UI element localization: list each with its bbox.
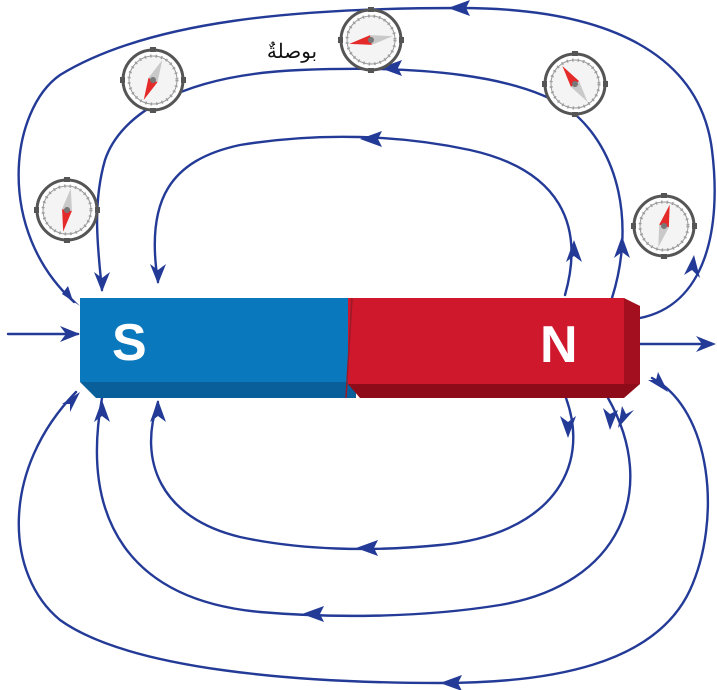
field-line-top-middle <box>95 67 624 300</box>
field-line-bottom-inner <box>149 396 575 551</box>
arrow-right-up-middle <box>614 236 630 258</box>
arrow-top-middle <box>380 60 402 76</box>
arrow-bottom-inner <box>356 540 378 556</box>
magnet-south-face <box>80 298 356 382</box>
arrow-left-up-middle <box>94 400 110 422</box>
arrow-top-outer <box>448 0 470 16</box>
compass-left <box>32 175 102 245</box>
field-arrows <box>60 0 716 690</box>
arrow-bottom-outer <box>440 675 462 690</box>
magnet-south-bottom-shade <box>80 382 356 398</box>
arrow-left-up-outer <box>62 392 80 412</box>
field-line-bottom-middle <box>95 396 632 618</box>
arrow-left-up-inner <box>150 400 166 422</box>
arrow-right-up-inner <box>566 240 582 262</box>
arrow-right-down-middle-b <box>618 406 634 428</box>
arrow-bottom-middle <box>302 606 324 622</box>
magnet-seam <box>345 297 353 399</box>
arrow-right-down-outer <box>648 372 668 392</box>
magnet-north-bottom-shade <box>348 384 640 398</box>
arrow-top-middle-end <box>94 272 110 292</box>
arrow-right-down-middle-a <box>603 408 618 430</box>
compass-right <box>629 191 699 261</box>
compass-upper-right <box>540 49 610 119</box>
compass-upper-left <box>118 45 188 115</box>
bar-magnet: S N <box>80 297 640 399</box>
compasses <box>32 5 699 261</box>
magnet-north-face <box>348 298 624 384</box>
arrow-right-axis <box>696 336 716 352</box>
compass-label: بوصلةٌ <box>267 39 317 63</box>
arrow-left-axis <box>60 326 80 342</box>
field-line-bottom-outer <box>17 376 710 685</box>
magnet-north-label: N <box>540 316 578 374</box>
arrow-right-up-outer <box>684 255 700 278</box>
arrow-top-inner-end <box>150 264 166 284</box>
field-line-top-outer <box>17 6 716 320</box>
field-line-top-inner <box>153 135 573 297</box>
arrow-right-down-inner <box>560 416 576 438</box>
magnet-north-side-face <box>624 298 640 384</box>
arrow-top-inner <box>360 131 382 147</box>
magnet-south-label: S <box>112 314 147 372</box>
arrow-top-outer-end <box>62 286 80 306</box>
